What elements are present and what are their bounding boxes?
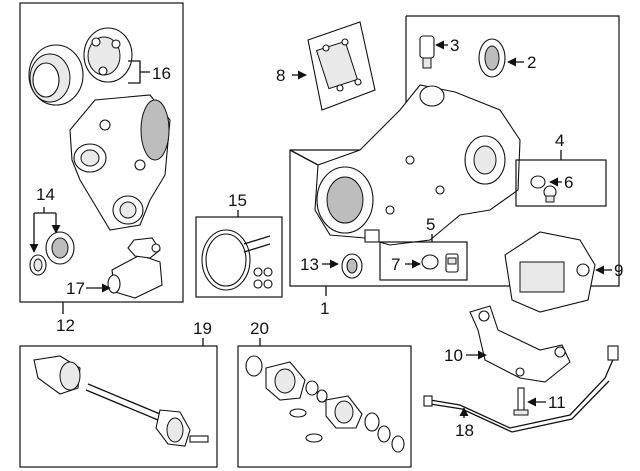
control-module-part	[307, 21, 376, 111]
fill-plug-part	[445, 253, 459, 273]
wheel-bearing-part	[28, 44, 84, 106]
callout-8: 8	[276, 66, 285, 85]
callout-10: 10	[444, 346, 463, 365]
differential-housing-part	[314, 84, 521, 246]
callout-2: 2	[527, 53, 536, 72]
assembly-box-19	[19, 345, 218, 468]
assembly-box-15	[195, 216, 283, 298]
assembly-box-12	[19, 2, 184, 303]
assembly-box-5	[379, 241, 468, 281]
transfer-case-part	[69, 94, 171, 231]
mount-bolt-part	[513, 387, 529, 416]
callout-5: 5	[426, 215, 435, 234]
callout-13: 13	[300, 255, 319, 274]
callout-3: 3	[450, 36, 459, 55]
callout-16: 16	[152, 64, 171, 83]
drain-plug-part	[543, 185, 557, 203]
gasket-ring-part	[421, 254, 439, 270]
axle-shaft-part	[33, 355, 209, 447]
callout-9: 9	[614, 261, 623, 280]
assembly-box-4	[515, 159, 607, 207]
callout-4: 4	[555, 131, 564, 150]
assembly-box-20	[237, 345, 412, 468]
mount-bracket-part	[469, 305, 571, 383]
callout-17: 17	[66, 279, 85, 298]
seal-ring-part	[29, 254, 47, 276]
washer-part	[530, 175, 546, 189]
oil-seal-part	[45, 231, 75, 265]
pinion-seal-part	[478, 38, 506, 78]
callout-12: 12	[56, 316, 75, 335]
wiring-harness-part	[423, 345, 619, 433]
rear-actuator-part	[504, 231, 596, 313]
callout-11: 11	[548, 393, 566, 412]
callout-18: 18	[455, 421, 474, 440]
actuator-motor-part	[107, 237, 163, 299]
axle-seal-part	[341, 253, 363, 279]
breather-part	[419, 35, 435, 69]
callout-20: 20	[250, 319, 269, 338]
cover-gasket-part	[201, 229, 251, 291]
bolt-set-part	[243, 235, 273, 289]
cv-cage-part	[83, 27, 133, 83]
callout-14: 14	[36, 185, 55, 204]
callout-6: 6	[564, 173, 573, 192]
cv-boot-kit-part	[245, 355, 405, 453]
callout-15: 15	[228, 191, 247, 210]
callout-19: 19	[193, 319, 212, 338]
callout-1: 1	[320, 299, 329, 318]
callout-7: 7	[391, 255, 400, 274]
